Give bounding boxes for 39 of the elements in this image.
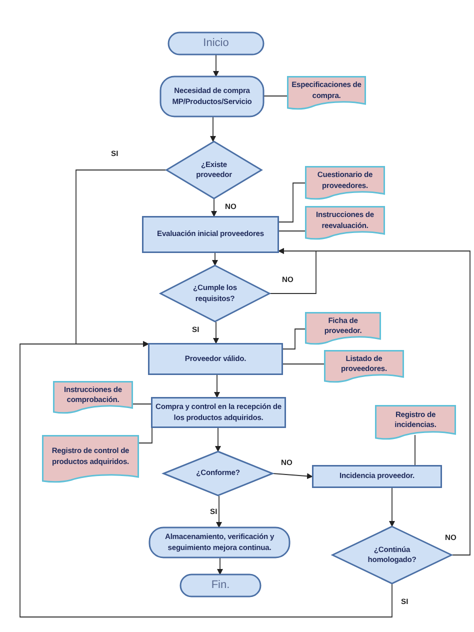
process-box xyxy=(160,76,264,117)
arrow xyxy=(213,54,219,77)
decision-diamond xyxy=(163,451,273,496)
terminator-pill xyxy=(180,574,261,597)
document-shape xyxy=(324,350,404,383)
arrow xyxy=(212,252,218,266)
connector-line xyxy=(282,328,306,350)
connector-line xyxy=(138,428,152,444)
arrow xyxy=(210,116,216,142)
document-shape xyxy=(42,435,139,483)
document-shape xyxy=(305,312,381,345)
connector-line xyxy=(278,182,306,222)
arrow xyxy=(215,428,221,452)
document-shape xyxy=(53,381,133,414)
process-box xyxy=(151,397,286,428)
document-shape xyxy=(305,206,385,240)
arrow xyxy=(211,198,217,217)
arrow xyxy=(214,374,220,398)
arrow xyxy=(216,496,222,528)
process-box xyxy=(312,465,442,488)
arrow xyxy=(272,473,313,480)
process-box xyxy=(142,216,279,253)
document-shape xyxy=(287,76,366,110)
process-box xyxy=(149,527,290,558)
arrow xyxy=(217,558,223,575)
connector-line xyxy=(278,230,306,232)
process-box xyxy=(148,343,283,375)
arrow xyxy=(20,341,392,618)
connector-line xyxy=(414,434,416,466)
decision-diamond xyxy=(166,141,262,199)
terminator-pill xyxy=(168,32,264,55)
document-shape xyxy=(375,405,456,440)
decision-diamond xyxy=(160,265,270,322)
document-shape xyxy=(305,166,385,200)
arrow xyxy=(213,322,219,344)
arrow xyxy=(389,488,395,527)
terminal-text: Inicio xyxy=(203,36,229,51)
arrow xyxy=(278,248,470,556)
terminal-text: Fin. xyxy=(211,578,230,593)
